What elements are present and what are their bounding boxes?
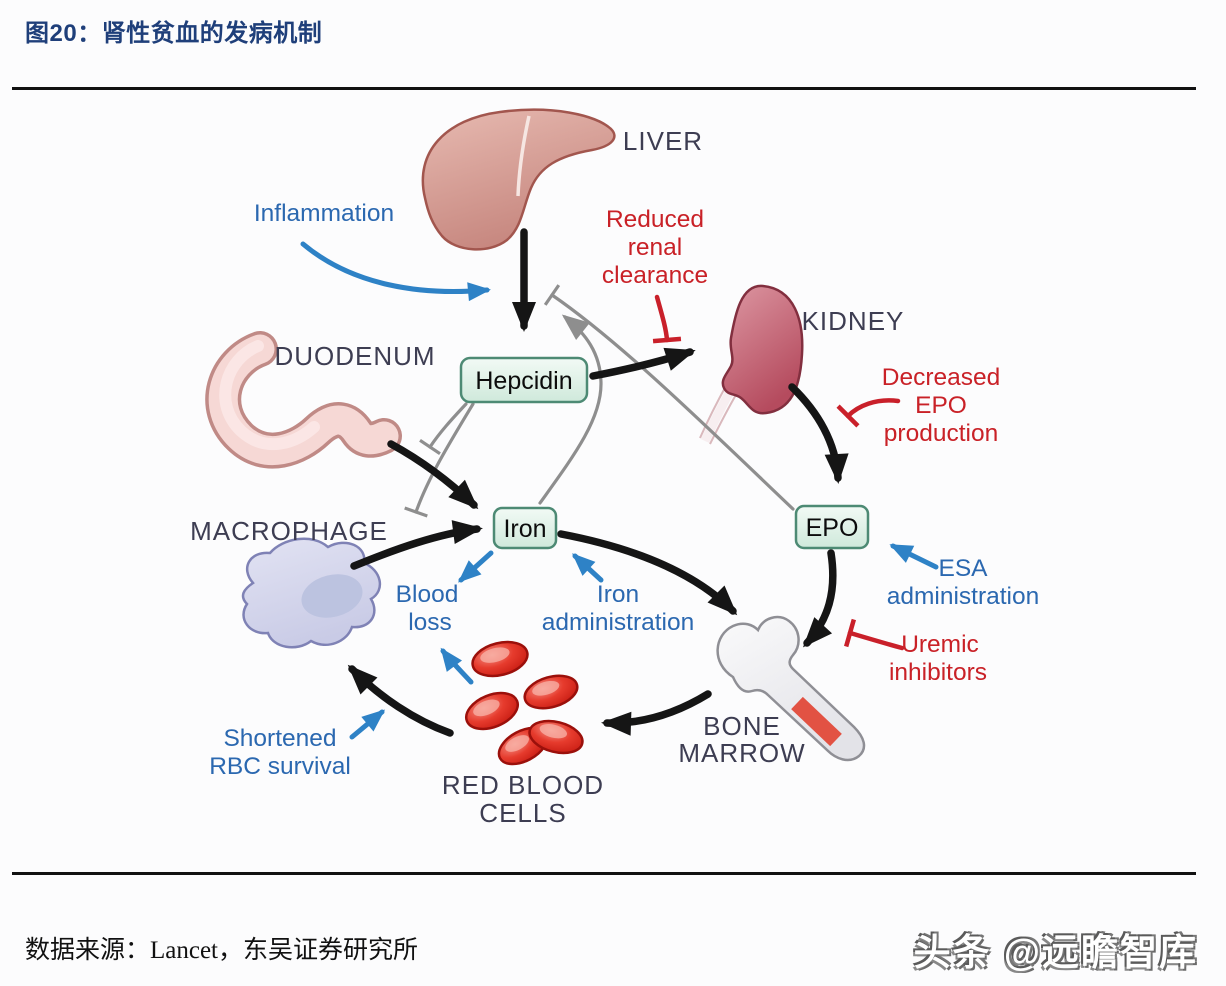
macrophage-illustration bbox=[241, 537, 382, 649]
inflammation-arrow bbox=[300, 241, 491, 302]
liver-illustration bbox=[421, 108, 616, 251]
arrow-duodenum-to-iron bbox=[387, 440, 479, 510]
decreased-epo-label-line3: production bbox=[884, 420, 998, 447]
kidney-illustration bbox=[699, 284, 804, 445]
reduced-renal-clearance-label-line3: clearance bbox=[602, 262, 708, 289]
epo-node bbox=[794, 504, 870, 550]
liver-label: LIVER bbox=[623, 126, 703, 156]
arrow-hepcidin-to-kidney bbox=[589, 347, 696, 380]
arrow-macrophage-to-iron bbox=[350, 520, 483, 570]
decreased-epo-label-line2: EPO bbox=[915, 392, 967, 419]
shortened-rbc-survival-arrow bbox=[349, 709, 386, 740]
rbc-label-line2: CELLS bbox=[479, 798, 566, 828]
arrow-epo-to-bone-marrow bbox=[802, 549, 837, 648]
hepcidin-inhibits-macrophage-iron-line bbox=[404, 402, 475, 518]
bottom-divider bbox=[12, 872, 1196, 875]
iron-label: Iron bbox=[503, 515, 546, 543]
rbc-label-line1: RED BLOOD bbox=[442, 770, 604, 800]
arrow-iron-to-bone-marrow bbox=[557, 530, 738, 616]
shortened-rbc-label-line2: RBC survival bbox=[209, 753, 351, 780]
uremic-inhibitors-label-line1: Uremic bbox=[901, 631, 979, 658]
kidney-label: KIDNEY bbox=[802, 306, 905, 336]
duodenum-label: DUODENUM bbox=[274, 341, 435, 371]
iron-stimulates-hepcidin-line bbox=[538, 314, 603, 505]
bone-marrow-label-line2: MARROW bbox=[678, 738, 805, 768]
inflammation-label: Inflammation bbox=[254, 200, 394, 227]
esa-label-line2: administration bbox=[887, 583, 1040, 610]
iron-administration-label-line2: administration bbox=[542, 609, 695, 636]
blood-loss-label-line2: loss bbox=[408, 609, 452, 636]
reduced-renal-clearance-label-line2: renal bbox=[628, 234, 682, 261]
watermark: 头条 @远瞻智库 bbox=[913, 932, 1198, 973]
bone-marrow-illustration bbox=[716, 615, 866, 762]
data-source-note: 数据来源：Lancet，东吴证券研究所 bbox=[25, 937, 419, 964]
top-divider bbox=[12, 87, 1196, 90]
iron-administration-label-line1: Iron bbox=[597, 581, 639, 608]
macrophage-label: MACROPHAGE bbox=[190, 516, 388, 546]
erythropoiesis-inhibits-hepcidin-line bbox=[543, 284, 795, 511]
bone-marrow-label-line1: BONE bbox=[703, 711, 781, 741]
decreased-epo-label-line1: Decreased bbox=[882, 364, 1000, 391]
reduced-renal-clearance-label-line1: Reduced bbox=[606, 206, 704, 233]
iron-node bbox=[492, 506, 558, 550]
epo-label: EPO bbox=[806, 514, 859, 542]
reduced-renal-clearance-inhibitor-line bbox=[652, 294, 682, 344]
rbc-to-blood-loss-arrow bbox=[440, 647, 474, 685]
uremic-inhibitors-inhibitor-line bbox=[843, 618, 905, 651]
iron-to-blood-loss-arrow bbox=[458, 550, 494, 583]
figure-title: 图20：肾性贫血的发病机制 bbox=[25, 20, 323, 47]
esa-administration-arrow bbox=[889, 543, 939, 570]
arrow-bone-marrow-to-rbc bbox=[601, 690, 712, 736]
arrow-kidney-to-epo bbox=[788, 383, 849, 484]
hepcidin-node bbox=[459, 356, 589, 404]
uremic-inhibitors-label-line2: inhibitors bbox=[889, 659, 987, 686]
hepcidin-inhibits-duodenal-iron-line bbox=[419, 402, 468, 455]
duodenum-illustration bbox=[205, 331, 402, 469]
iron-administration-arrow bbox=[572, 553, 604, 583]
decreased-epo-production-inhibitor-line bbox=[836, 398, 901, 428]
esa-label-line1: ESA bbox=[938, 555, 988, 582]
red-blood-cells-illustration bbox=[465, 640, 584, 766]
blood-loss-label-line1: Blood bbox=[396, 581, 459, 608]
shortened-rbc-label-line1: Shortened bbox=[223, 725, 336, 752]
arrow-rbc-to-macrophage bbox=[347, 664, 454, 737]
hepcidin-label: Hepcidin bbox=[475, 367, 572, 395]
